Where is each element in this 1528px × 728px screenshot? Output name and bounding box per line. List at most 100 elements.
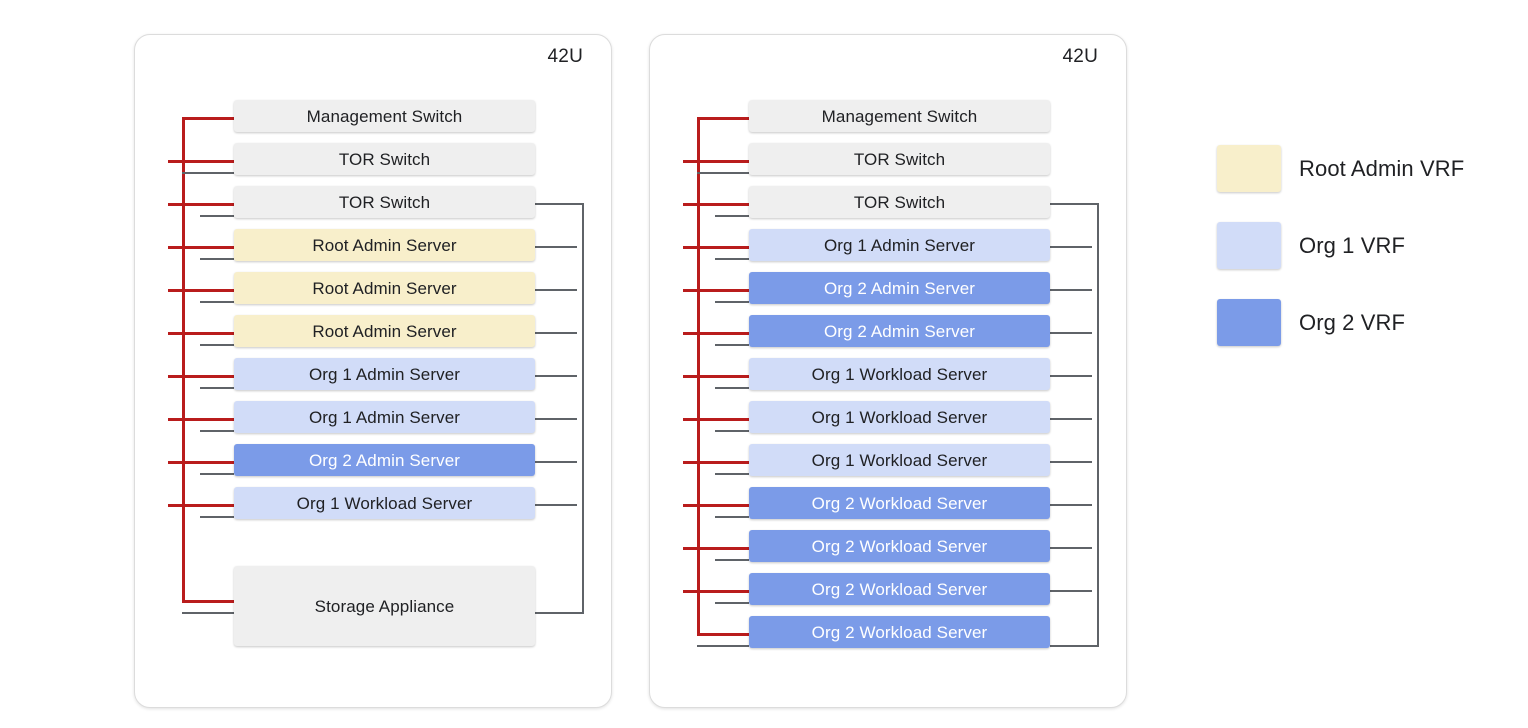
uplink-cable xyxy=(1050,418,1092,420)
rack-unit-label: Org 2 Workload Server xyxy=(811,493,988,513)
power-cable xyxy=(683,461,749,464)
rack-unit[interactable]: Root Admin Server xyxy=(234,272,535,304)
rack-unit[interactable]: Storage Appliance xyxy=(234,566,535,646)
rack-unit[interactable]: TOR Switch xyxy=(234,186,535,218)
uplink-cable xyxy=(535,461,577,463)
uplink-cable xyxy=(535,289,577,291)
legend-item-root-admin-vrf: Root Admin VRF xyxy=(1217,145,1464,192)
rack-unit[interactable]: TOR Switch xyxy=(234,143,535,175)
data-cable-left xyxy=(715,215,749,217)
uplink-cable xyxy=(535,375,577,377)
rack-right-capacity-label: 42U xyxy=(1062,46,1098,67)
rack-unit[interactable]: Org 2 Workload Server xyxy=(749,530,1050,562)
rack-unit[interactable]: Org 2 Admin Server xyxy=(749,315,1050,347)
rack-unit[interactable]: TOR Switch xyxy=(749,143,1050,175)
legend-label-root-admin-vrf: Root Admin VRF xyxy=(1299,155,1465,181)
uplink-cable xyxy=(1050,504,1092,506)
legend-item-org2-vrf: Org 2 VRF xyxy=(1217,299,1405,346)
data-cable-left xyxy=(715,559,749,561)
legend-swatch-org1-vrf xyxy=(1217,222,1281,269)
rack-unit-label: Org 2 Workload Server xyxy=(811,579,988,599)
rack-unit[interactable]: Org 1 Workload Server xyxy=(234,487,535,519)
data-cable-left xyxy=(182,612,234,614)
uplink-cable-bottom xyxy=(535,612,584,614)
power-cable xyxy=(683,418,749,421)
legend-item-org1-vrf: Org 1 VRF xyxy=(1217,222,1405,269)
power-cable xyxy=(168,332,234,335)
data-cable-left xyxy=(715,430,749,432)
rack-unit[interactable]: Org 2 Admin Server xyxy=(749,272,1050,304)
rack-unit-label: Storage Appliance xyxy=(314,596,455,616)
rack-unit-label: Org 1 Workload Server xyxy=(811,364,988,384)
rack-unit-label: TOR Switch xyxy=(853,192,946,212)
rack-unit-label: TOR Switch xyxy=(853,149,946,169)
uplink-cable xyxy=(1050,590,1092,592)
legend-swatch-root-admin-vrf xyxy=(1217,145,1281,192)
power-cable xyxy=(697,633,749,636)
rack-left-capacity-label: 42U xyxy=(547,46,583,67)
power-cable xyxy=(168,246,234,249)
uplink-cable xyxy=(1050,289,1092,291)
legend-label-org1-vrf: Org 1 VRF xyxy=(1299,232,1406,258)
data-cable-left xyxy=(715,301,749,303)
power-cable xyxy=(168,203,234,206)
data-cable-left xyxy=(715,258,749,260)
rack-unit-label: Org 1 Admin Server xyxy=(308,364,461,384)
power-cable xyxy=(683,246,749,249)
rack-unit[interactable]: Management Switch xyxy=(234,100,535,132)
legend-label-org2-vrf: Org 2 VRF xyxy=(1299,309,1406,335)
power-cable xyxy=(168,160,234,163)
rack-unit-label: TOR Switch xyxy=(338,149,431,169)
rack-unit-label: Org 1 Workload Server xyxy=(296,493,473,513)
power-cable xyxy=(683,590,749,593)
data-cable-left xyxy=(715,473,749,475)
rack-unit[interactable]: Org 2 Workload Server xyxy=(749,573,1050,605)
data-cable-left xyxy=(200,473,234,475)
rack-unit-label: Org 2 Admin Server xyxy=(823,278,976,298)
rack-unit[interactable]: Org 1 Admin Server xyxy=(749,229,1050,261)
data-cable-left xyxy=(182,172,234,174)
power-cable xyxy=(182,600,234,603)
data-cable-left xyxy=(200,387,234,389)
rack-unit[interactable]: Org 1 Workload Server xyxy=(749,401,1050,433)
uplink-cable xyxy=(1050,547,1092,549)
data-cable-left xyxy=(200,344,234,346)
data-cable-left xyxy=(200,215,234,217)
uplink-cable xyxy=(535,504,577,506)
rack-unit[interactable]: Management Switch xyxy=(749,100,1050,132)
power-cable xyxy=(168,289,234,292)
rack-unit[interactable]: Org 1 Workload Server xyxy=(749,358,1050,390)
data-cable-left xyxy=(715,516,749,518)
rack-unit[interactable]: Org 1 Admin Server xyxy=(234,358,535,390)
rack-unit-label: Org 2 Admin Server xyxy=(308,450,461,470)
power-cable xyxy=(168,375,234,378)
rack-unit-label: Org 2 Workload Server xyxy=(811,536,988,556)
rack-unit[interactable]: Org 1 Admin Server xyxy=(234,401,535,433)
rack-unit[interactable]: Org 2 Workload Server xyxy=(749,487,1050,519)
rack-unit[interactable]: Org 2 Workload Server xyxy=(749,616,1050,648)
uplink-cable xyxy=(535,246,577,248)
uplink-cable xyxy=(1050,332,1092,334)
rack-unit-label: Management Switch xyxy=(821,106,978,126)
uplink-cable-top xyxy=(1050,203,1099,205)
rack-unit[interactable]: TOR Switch xyxy=(749,186,1050,218)
uplink-cable xyxy=(535,418,577,420)
power-cable xyxy=(182,117,234,120)
rack-unit[interactable]: Org 2 Admin Server xyxy=(234,444,535,476)
power-cable xyxy=(683,547,749,550)
data-cable-left xyxy=(715,387,749,389)
uplink-cable xyxy=(1050,461,1092,463)
rack-unit-label: Org 2 Workload Server xyxy=(811,622,988,642)
legend-swatch-org2-vrf xyxy=(1217,299,1281,346)
data-cable-left xyxy=(697,172,749,174)
power-cable xyxy=(683,160,749,163)
uplink-cable xyxy=(1050,246,1092,248)
rack-unit[interactable]: Root Admin Server xyxy=(234,229,535,261)
rack-unit[interactable]: Org 1 Workload Server xyxy=(749,444,1050,476)
rack-unit-label: Org 1 Admin Server xyxy=(308,407,461,427)
rack-unit[interactable]: Root Admin Server xyxy=(234,315,535,347)
data-cable-left xyxy=(200,301,234,303)
rack-unit-label: Org 2 Admin Server xyxy=(823,321,976,341)
power-cable xyxy=(168,461,234,464)
